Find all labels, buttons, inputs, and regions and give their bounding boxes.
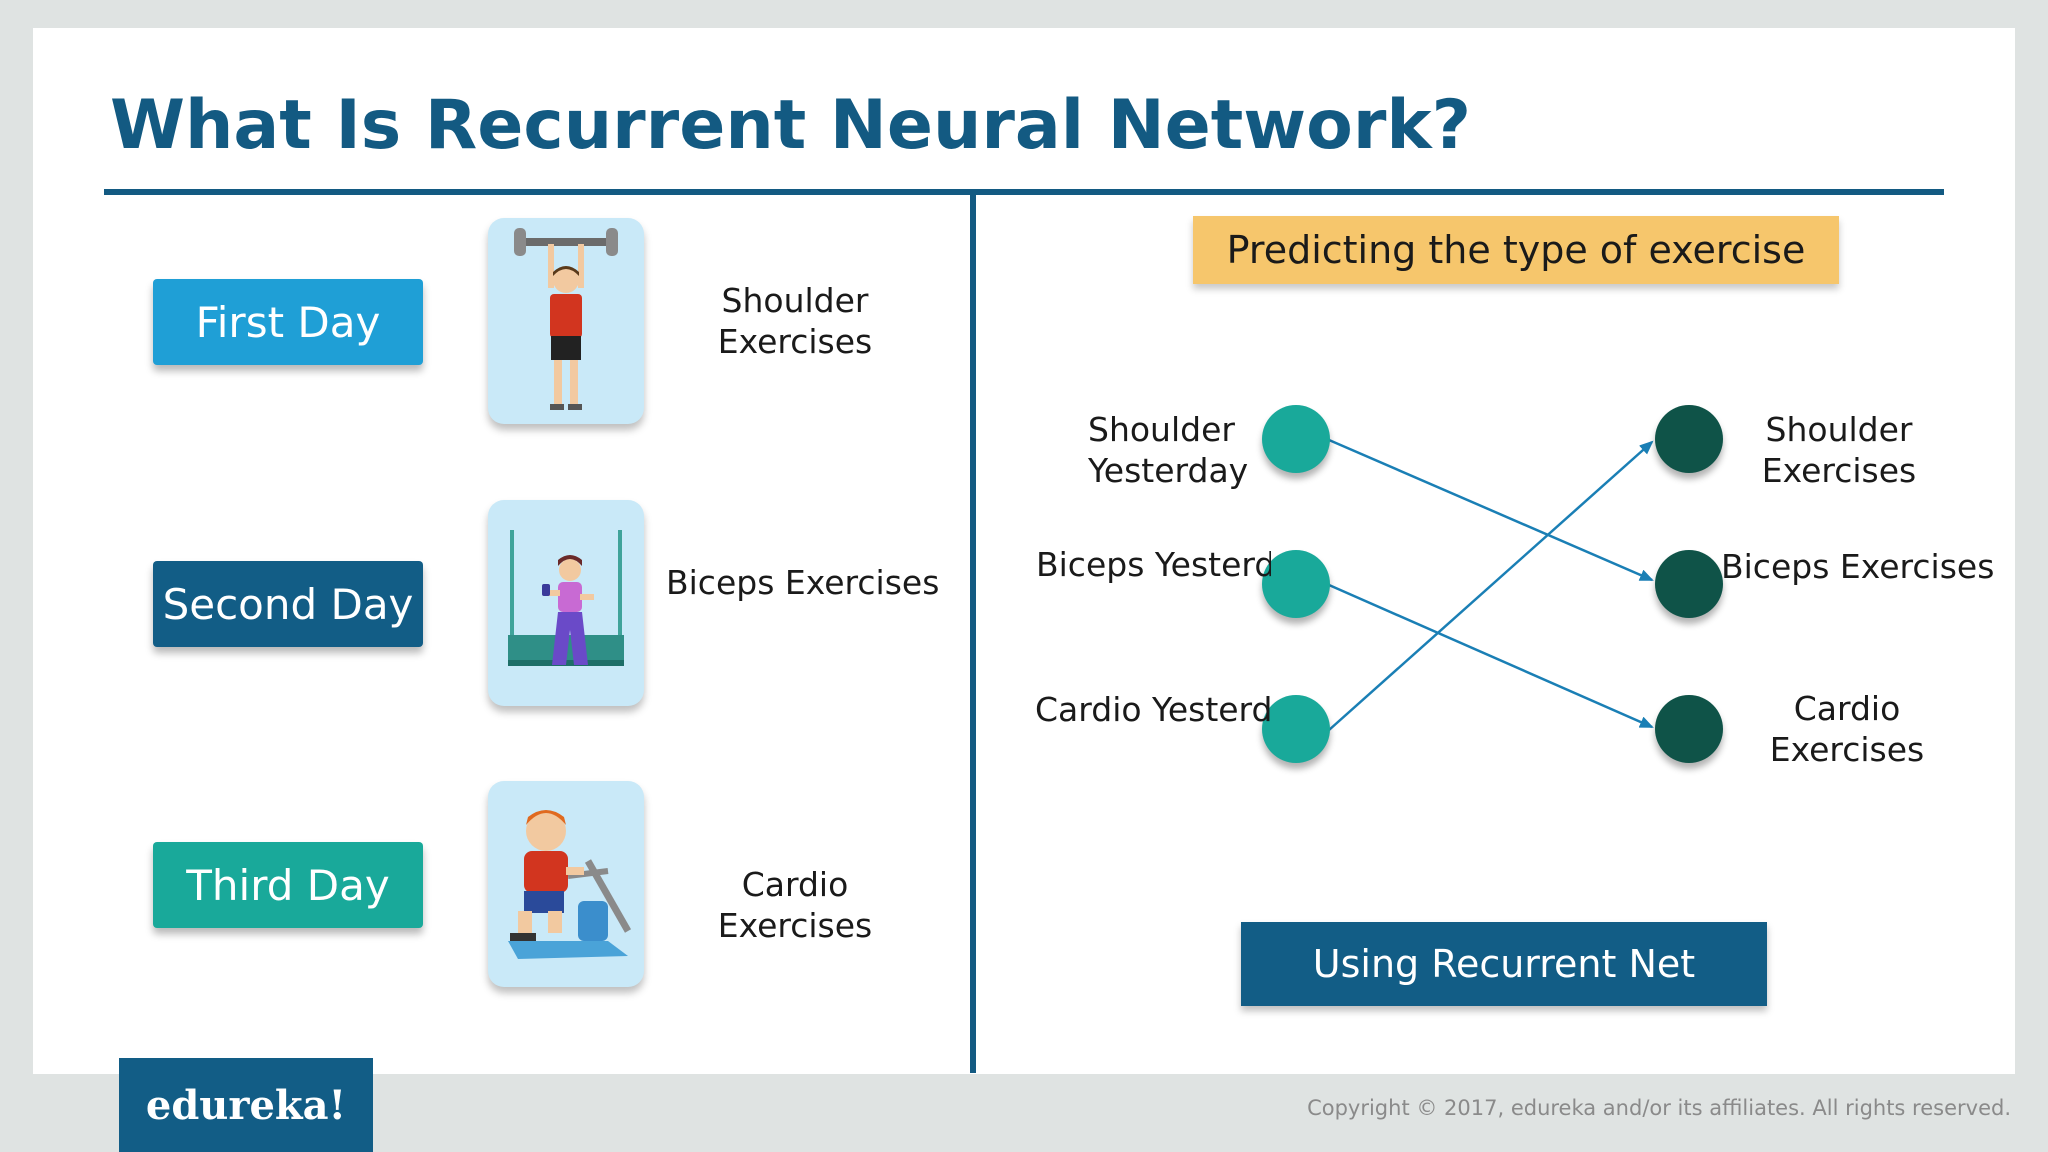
third-day-exercise-label: Cardio Exercises: [717, 865, 873, 945]
first-day-exercise-label: Shoulder Exercises: [717, 281, 873, 361]
output-node-biceps: [1655, 550, 1723, 618]
first-day-button: First Day: [153, 279, 423, 365]
slide-title: What Is Recurrent Neural Network?: [110, 86, 1472, 165]
second-day-exercise-label: Biceps Exercises: [666, 563, 940, 602]
second-day-button: Second Day: [153, 561, 423, 647]
output-node-shoulder: [1655, 405, 1723, 473]
copyright-notice: Copyright © 2017, edureka and/or its aff…: [1307, 1096, 2011, 1120]
input-node-biceps: [1262, 550, 1330, 618]
title-underline: [104, 189, 1944, 195]
edureka-logo: edureka!: [119, 1058, 373, 1152]
input-label-biceps: Biceps Yesterday: [1036, 545, 1271, 584]
weightlifter-icon: [488, 218, 644, 424]
output-label-shoulder: Shoulder Exercises: [1761, 410, 1917, 490]
input-label-shoulder: Shoulder Yesterday: [1088, 410, 1249, 490]
output-node-cardio: [1655, 695, 1723, 763]
elliptical-trainer-icon: [488, 781, 644, 987]
vertical-divider: [970, 195, 976, 1073]
output-label-cardio: Cardio Exercises: [1769, 689, 1925, 769]
input-node-cardio: [1262, 695, 1330, 763]
prediction-banner: Predicting the type of exercise: [1193, 216, 1839, 284]
dumbbell-curl-icon: [488, 500, 644, 706]
recurrent-net-label: Using Recurrent Net: [1241, 922, 1767, 1006]
output-label-biceps: Biceps Exercises: [1721, 547, 1995, 586]
third-day-button: Third Day: [153, 842, 423, 928]
input-label-cardio: Cardio Yesterday: [1035, 690, 1271, 729]
input-node-shoulder: [1262, 405, 1330, 473]
